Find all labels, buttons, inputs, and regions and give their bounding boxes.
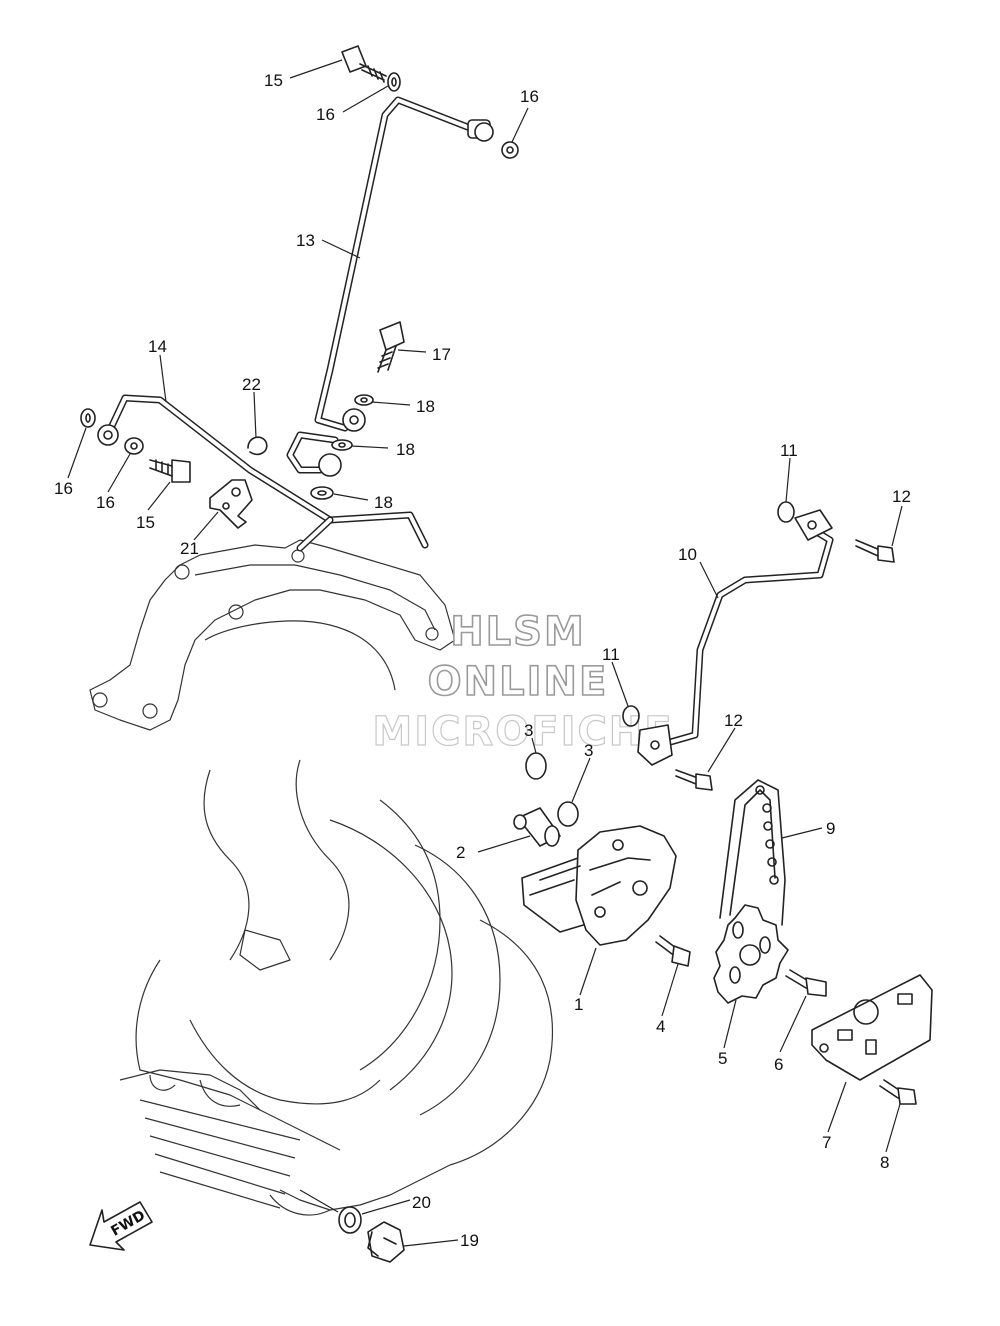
gasket-18-a (354, 394, 374, 406)
callout-19: 19 (460, 1231, 479, 1250)
callout-15: 15 (264, 71, 283, 90)
callout-18: 18 (396, 440, 415, 459)
bolt-12-top (855, 539, 895, 563)
cover-7 (811, 974, 933, 1081)
gasket-18-c (310, 486, 334, 500)
callout-8: 8 (880, 1153, 889, 1172)
callout-1: 1 (574, 995, 583, 1014)
callout-3: 3 (584, 741, 593, 760)
bolt-6 (785, 969, 827, 997)
dowel-pin-2 (513, 807, 561, 847)
gasket-16-left-b (124, 437, 144, 455)
gasket-20 (338, 1206, 362, 1234)
callout-21: 21 (180, 539, 199, 558)
bolt-8 (879, 1079, 917, 1105)
callout-13: 13 (296, 231, 315, 250)
callout-18: 18 (374, 493, 393, 512)
callout-12: 12 (724, 711, 743, 730)
callout-14: 14 (148, 337, 167, 356)
callout-18: 18 (416, 397, 435, 416)
union-bolt-15-left (149, 459, 191, 483)
o-ring-3-a (525, 752, 547, 780)
callout-15: 15 (136, 513, 155, 532)
gasket-16-top-right (501, 141, 519, 159)
callout-12: 12 (892, 487, 911, 506)
callout-16: 16 (316, 105, 335, 124)
callout-16: 16 (54, 479, 73, 498)
callout-11: 11 (602, 645, 620, 664)
watermark-line2: ONLINE (428, 659, 609, 705)
bolt-12-bottom (675, 769, 713, 791)
callout-6: 6 (774, 1055, 783, 1074)
bolt-4 (655, 935, 691, 967)
oil-pipe-14 (97, 394, 429, 552)
callout-5: 5 (718, 1049, 727, 1068)
gasket-16-top-left (387, 72, 401, 92)
o-ring-11-bottom (622, 705, 640, 727)
watermark: HLSM ONLINE MICROFICHE (372, 608, 673, 755)
callout-7: 7 (822, 1133, 831, 1152)
oil-pipe-10 (637, 509, 834, 766)
o-ring-3-b (557, 801, 579, 827)
gasket-18-b (331, 439, 353, 451)
callout-22: 22 (242, 375, 261, 394)
oil-pump-1 (521, 825, 677, 946)
oil-delivery-pipe-13 (314, 96, 494, 432)
union-bolt-17 (377, 321, 405, 373)
forward-arrow-icon: FWD (89, 1201, 153, 1251)
callout-9: 9 (826, 819, 835, 838)
callout-16: 16 (96, 493, 115, 512)
drive-chain-9 (719, 779, 786, 926)
clamp-22 (247, 436, 268, 456)
leader-lines (67, 59, 903, 1247)
callout-3: 3 (524, 721, 533, 740)
o-ring-11-top (777, 501, 795, 523)
union-bolt-15-top (341, 45, 387, 83)
watermark-line3: MICROFICHE (372, 709, 673, 755)
holder-21 (209, 479, 253, 529)
callout-16: 16 (520, 87, 539, 106)
callout-labels: 15 16 16 13 17 18 18 18 14 22 16 16 15 2… (54, 71, 911, 1250)
callout-20: 20 (412, 1193, 431, 1212)
gasket-16-left-a (80, 408, 96, 428)
watermark-line1: HLSM (450, 609, 586, 655)
callout-11: 11 (780, 441, 798, 460)
callout-10: 10 (678, 545, 697, 564)
callout-4: 4 (656, 1017, 665, 1036)
drain-bolt-19 (367, 1221, 405, 1263)
callout-17: 17 (432, 345, 451, 364)
sprocket-5 (713, 904, 789, 1004)
callout-2: 2 (456, 843, 465, 862)
engine-crankcase-outline (89, 539, 554, 1216)
